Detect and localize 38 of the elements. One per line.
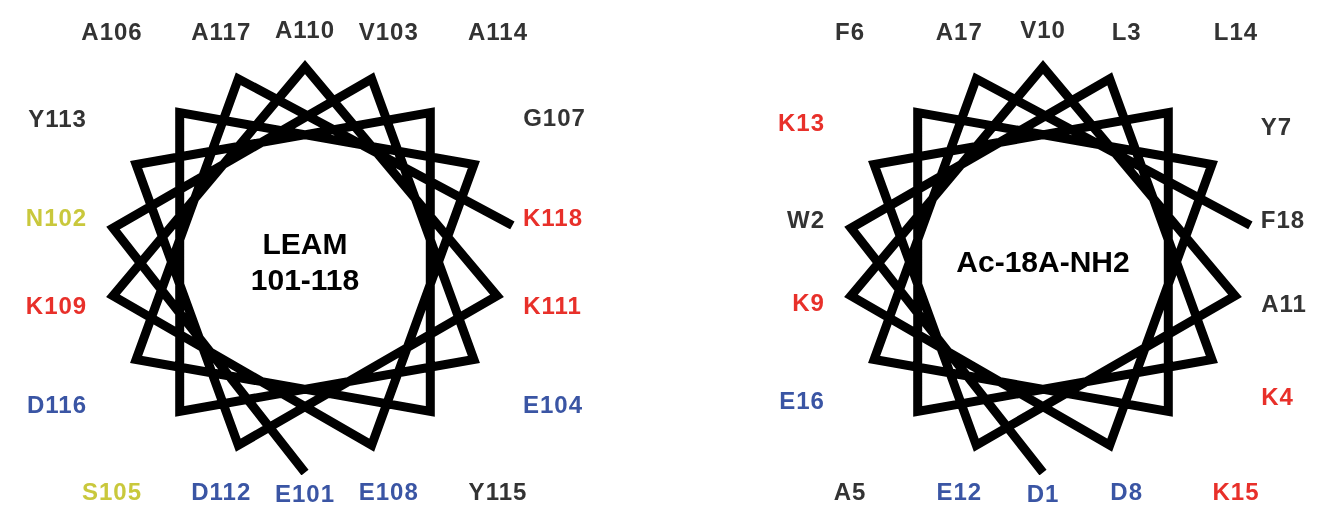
residue-label: K118 <box>522 204 584 233</box>
residue-label: E104 <box>522 391 584 420</box>
residue-label: D116 <box>26 391 88 420</box>
residue-label: E12 <box>936 478 983 506</box>
residue-label: S105 <box>81 478 143 506</box>
residue-label: K13 <box>778 108 825 137</box>
residue-label: Y7 <box>1260 113 1293 142</box>
residue-label: D8 <box>1110 478 1144 506</box>
residue-label: V103 <box>358 18 419 46</box>
residue-label: F6 <box>835 18 865 46</box>
residue-label: A106 <box>81 18 143 46</box>
wheel-title: Ac-18A-NH2 <box>955 244 1131 280</box>
residue-label: E108 <box>358 478 419 506</box>
residue-label: Y113 <box>28 105 87 134</box>
residue-label: A5 <box>833 478 867 506</box>
residue-label: F18 <box>1260 205 1306 234</box>
residue-label: Y115 <box>468 478 528 506</box>
residue-label: K9 <box>792 289 825 318</box>
residue-label: D1 <box>1026 480 1060 508</box>
wheel-title: LEAM 101-118 <box>249 226 361 298</box>
residue-label: G107 <box>523 103 586 132</box>
residue-label: W2 <box>787 206 825 235</box>
residue-label: K4 <box>1261 383 1294 412</box>
residue-label: A114 <box>467 18 528 46</box>
residue-label: L3 <box>1111 18 1142 46</box>
residue-label: E101 <box>274 480 336 508</box>
residue-label: E16 <box>779 387 825 416</box>
residue-label: K15 <box>1212 478 1260 506</box>
residue-label: K109 <box>25 291 88 320</box>
residue-label: A110 <box>274 16 336 44</box>
residue-label: A117 <box>191 18 252 46</box>
residue-label: K111 <box>523 291 582 320</box>
residue-label: N102 <box>25 204 88 233</box>
residue-label: V10 <box>1020 16 1066 44</box>
residue-label: D112 <box>191 478 252 506</box>
residue-label: L14 <box>1213 18 1259 46</box>
residue-label: A11 <box>1261 290 1307 319</box>
residue-label: A17 <box>935 18 983 46</box>
